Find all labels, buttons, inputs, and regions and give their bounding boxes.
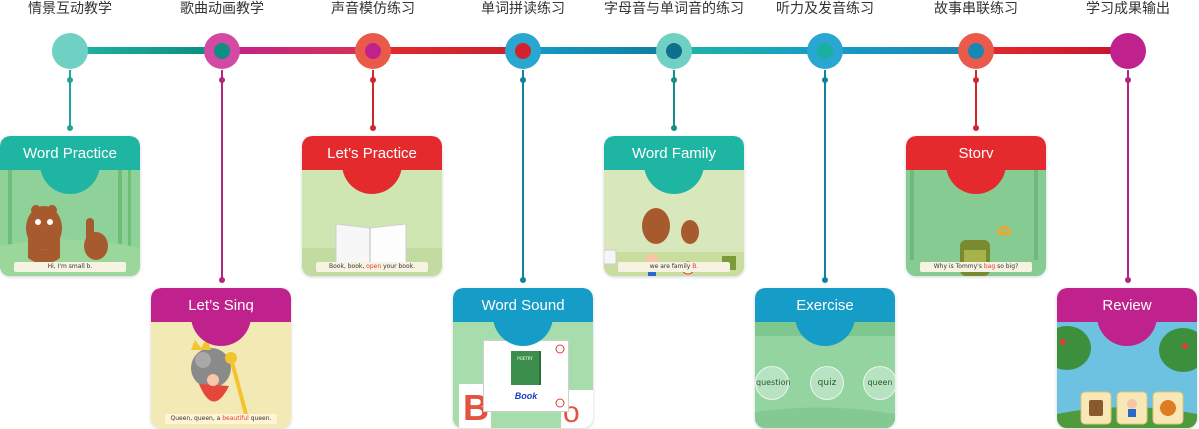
card-lets-practice[interactable]: Let’s Practice Book, book, open your boo… <box>302 136 442 276</box>
step-label-4: 单词拼读练习 <box>481 1 565 17</box>
timeline-segment-3 <box>373 47 523 54</box>
card-exercise[interactable]: Exercise question quiz queen <box>755 288 895 428</box>
card-caption: Why is Tommy's bag so big? <box>920 262 1032 272</box>
timeline-segment-7 <box>976 47 1128 54</box>
timeline-segment-5 <box>674 47 825 54</box>
card-caption: Hi, I'm small b. <box>14 262 126 272</box>
card-illustration: Book, book, open your book. <box>302 170 442 276</box>
timeline-segment-2 <box>222 47 373 54</box>
card-word-family[interactable]: Word Family we are family B. <box>604 136 744 276</box>
card-title: Let’s Practice <box>302 136 442 170</box>
card-caption: we are family B. <box>618 262 730 272</box>
book-tag: POETRY <box>517 356 533 361</box>
timeline-segment-4 <box>523 47 674 54</box>
card-story[interactable]: Story Why is Tommy's bag so big? <box>906 136 1046 276</box>
timeline-segment-1 <box>70 47 222 54</box>
bubble-question[interactable]: question <box>755 366 791 400</box>
step-label-2: 歌曲动画教学 <box>180 1 264 17</box>
timeline-node-1 <box>52 33 88 69</box>
bubble-queen[interactable]: queen <box>863 366 895 400</box>
step-label-5: 字母音与单词音的练习 <box>604 1 744 17</box>
card-illustration: B o POETRY Book <box>453 322 593 428</box>
timeline-node-6 <box>807 33 843 69</box>
card-caption: Queen, queen, a beautiful queen. <box>165 414 277 424</box>
timeline-node-4 <box>505 33 541 69</box>
word-text: Book <box>514 391 538 401</box>
word-card[interactable]: POETRY Book <box>483 340 569 412</box>
timeline-node-8 <box>1110 33 1146 69</box>
card-review[interactable]: Review <box>1057 288 1197 428</box>
step-label-1: 情景互动教学 <box>28 1 112 17</box>
timeline-node-7 <box>958 33 994 69</box>
step-label-6: 听力及发音练习 <box>776 1 874 17</box>
bubble-quiz[interactable]: quiz <box>810 366 844 400</box>
step-label-8: 学习成果输出 <box>1086 1 1170 17</box>
timeline-segment-6 <box>825 47 976 54</box>
card-word-practice[interactable]: Word Practice Hi, I'm small b. <box>0 136 140 276</box>
card-illustration: Why is Tommy's bag so big? <box>906 170 1046 276</box>
timeline-node-3 <box>355 33 391 69</box>
card-word-sound[interactable]: Word Sound B o POETRY Book <box>453 288 593 428</box>
timeline-node-2 <box>204 33 240 69</box>
step-label-7: 故事串联练习 <box>934 1 1018 17</box>
card-lets-sing[interactable]: Let’s Sing Queen, queen, a beautiful que… <box>151 288 291 428</box>
card-title: Word Family <box>604 136 744 170</box>
card-caption: Book, book, open your book. <box>316 262 428 272</box>
step-label-3: 声音模仿练习 <box>331 1 415 17</box>
timeline-node-5 <box>656 33 692 69</box>
card-title: Exercise <box>755 288 895 322</box>
